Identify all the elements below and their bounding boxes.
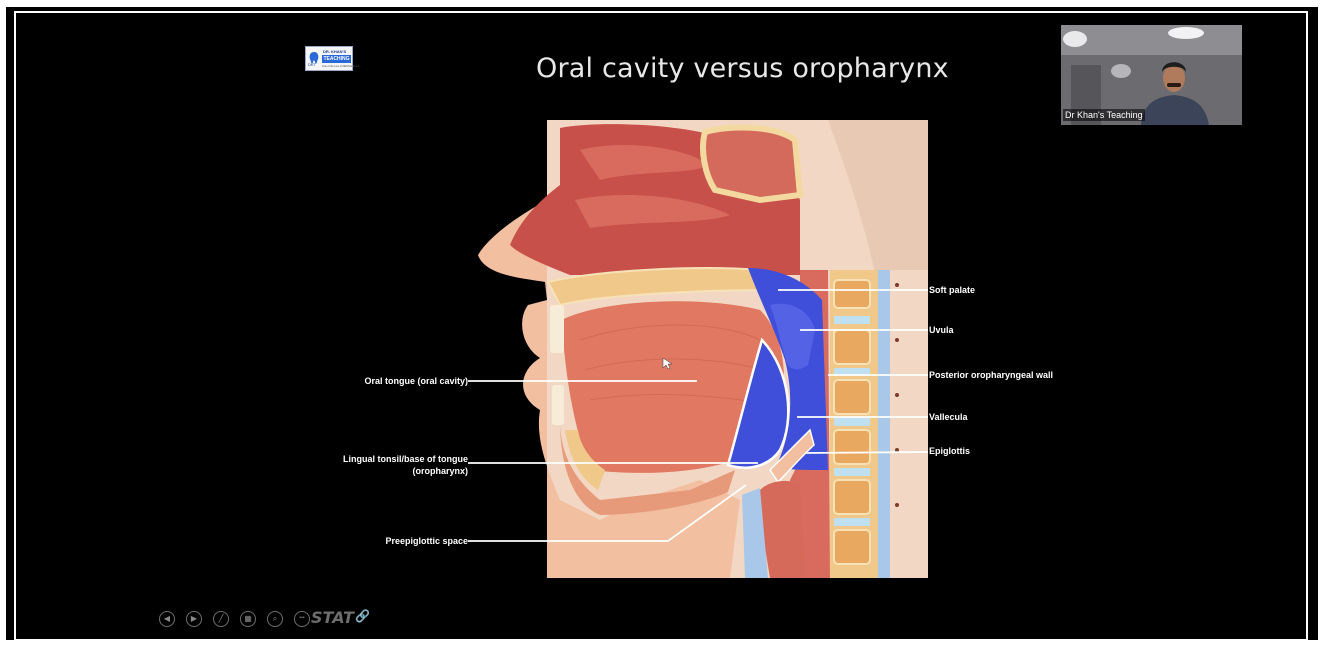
link-icon[interactable]: 🔗 xyxy=(355,609,370,623)
label-vallecula: Vallecula xyxy=(929,412,968,423)
label-lingual-tonsil: Lingual tonsil/base of tongue xyxy=(280,454,468,465)
stat-brand-logo: STAT xyxy=(311,608,354,627)
slides-icon[interactable]: ▦ xyxy=(240,611,256,627)
label-preepiglottic: Preepiglottic space xyxy=(320,536,468,547)
label-posterior-wall: Posterior oropharyngeal wall xyxy=(929,370,1053,381)
label-epiglottis: Epiglottis xyxy=(929,446,970,457)
previous-icon[interactable]: ◀ xyxy=(159,611,175,627)
more-icon[interactable]: ••• xyxy=(294,611,310,627)
label-oral-tongue: Oral tongue (oral cavity) xyxy=(320,376,468,387)
next-icon[interactable]: ▶ xyxy=(186,611,202,627)
pen-icon[interactable]: ╱ xyxy=(213,611,229,627)
label-soft-palate: Soft palate xyxy=(929,285,975,296)
label-uvula: Uvula xyxy=(929,325,954,336)
zoom-icon[interactable]: ⌕ xyxy=(267,611,283,627)
label-oropharynx: (oropharynx) xyxy=(280,466,468,477)
